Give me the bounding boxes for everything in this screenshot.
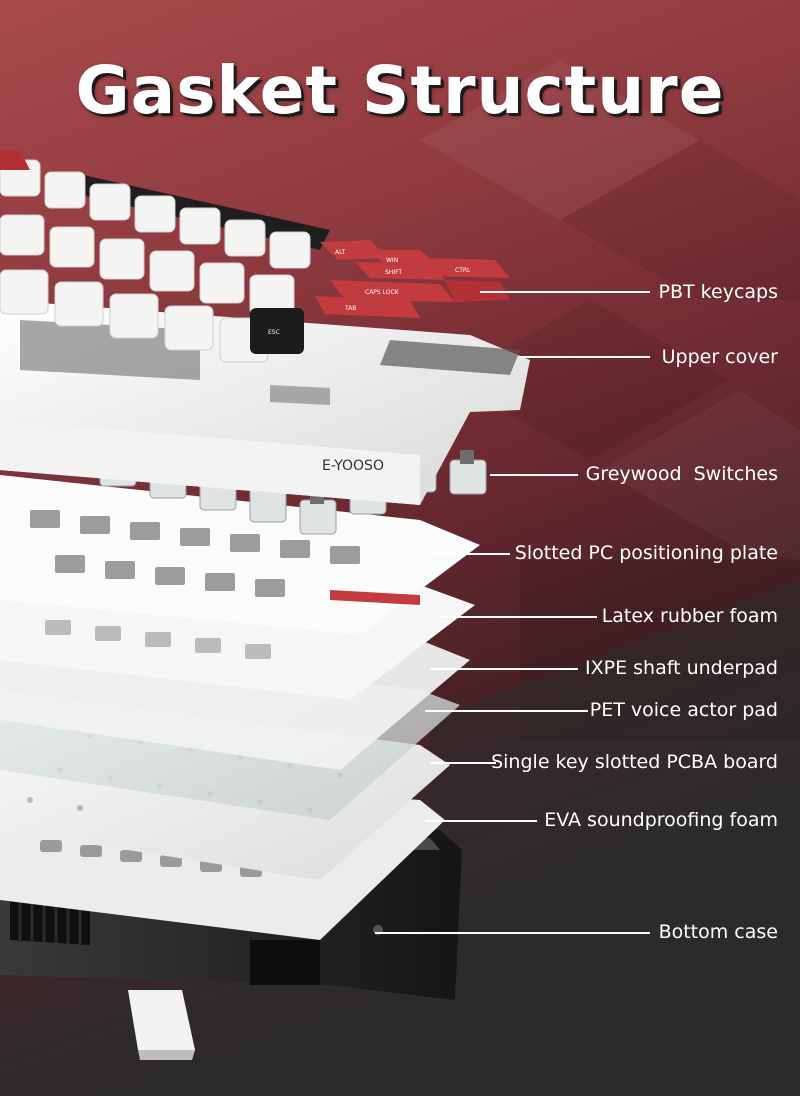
label-bottom-case: Bottom case <box>658 921 778 943</box>
keycap-legend-win: WIN <box>386 257 398 264</box>
callout-line-latex-foam <box>440 616 597 618</box>
brand-logo: E-YOOSO <box>322 458 384 474</box>
callout-line-keycaps <box>480 291 650 293</box>
pc-plate-layer <box>0 475 480 635</box>
label-latex-foam: Latex rubber foam <box>601 605 778 627</box>
keycap-legend-alt: ALT <box>335 249 346 256</box>
label-pet-pad: PET voice actor pad <box>589 699 778 721</box>
label-pc-plate: Slotted PC positioning plate <box>514 542 778 564</box>
callout-line-pc-plate <box>430 553 510 555</box>
callout-line-ixpe <box>430 668 578 670</box>
label-ixpe-underpad: IXPE shaft underpad <box>585 657 778 679</box>
label-switches: Greywood Switches <box>585 463 778 485</box>
label-pcba-board: Single key slotted PCBA board <box>491 751 778 773</box>
label-upper-cover: Upper cover <box>661 346 778 368</box>
callout-line-pcba <box>430 762 496 764</box>
callout-line-eva <box>425 820 537 822</box>
callout-line-upper-cover <box>520 356 650 358</box>
keycap-legend-tab: TAB <box>344 305 356 312</box>
keycap-legend-caps-lock: CAPS LOCK <box>365 289 400 296</box>
callout-line-pet <box>425 710 588 712</box>
keycap-legend-esc: ESC <box>268 329 280 336</box>
keycap-legend-ctrl: CTRL <box>455 267 471 274</box>
callout-line-switches <box>490 474 578 476</box>
label-pbt-keycaps: PBT keycaps <box>658 281 778 303</box>
upper-cover <box>0 300 530 505</box>
keycaps-layer: ALT WIN CTRL SHIFT CAPS LOCK TAB ESC <box>0 150 510 363</box>
callout-line-bottom-case <box>375 932 650 934</box>
label-eva-foam: EVA soundproofing foam <box>544 809 778 831</box>
keycap-legend-shift: SHIFT <box>385 269 402 276</box>
page-title: Gasket Structure <box>75 52 725 129</box>
